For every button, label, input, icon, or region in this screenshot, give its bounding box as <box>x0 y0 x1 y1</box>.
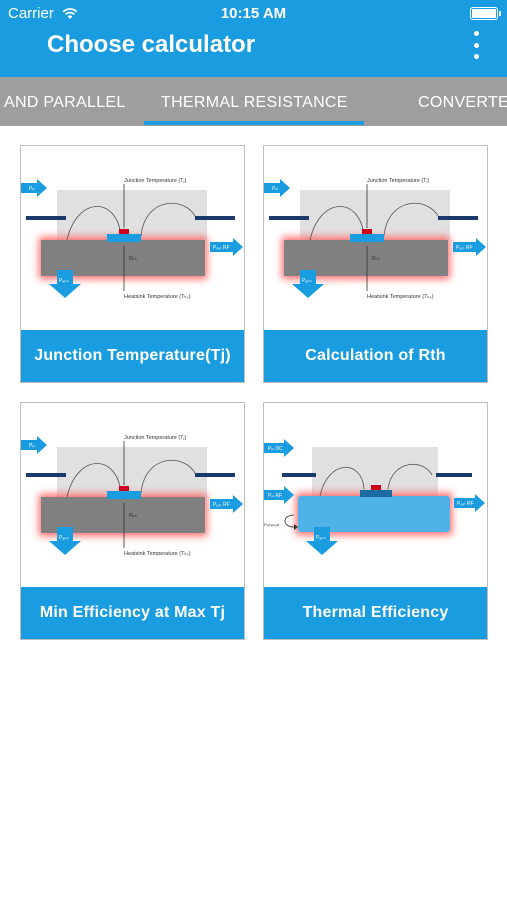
tab-converter[interactable]: CONVERTE <box>418 94 507 111</box>
card-label: Junction Temperature(Tj) <box>21 330 244 382</box>
card-thermal-efficiency[interactable]: Pᵢₙ DC Pᵢₙ RF Pₒᵤₜ RF Pᵣₑfₗₑcₜₑd Pₐᵢₛₛ T… <box>263 402 488 640</box>
pdiss-label: Pₐᵢₛₛ <box>59 535 69 541</box>
clock: 10:15 AM <box>220 5 287 22</box>
card-label: Calculation of Rth <box>264 330 487 382</box>
pout-rf-label: Pₒᵤₜ RF <box>457 501 474 507</box>
pin-label: Pᵢₙ <box>272 186 278 192</box>
heatsink-temp-label: Heatsink Temperature (Tₕₛ) <box>124 551 191 557</box>
tab-bar: AND PARALLEL THERMAL RESISTANCE CONVERTE <box>0 77 507 126</box>
card-calculation-of-rth[interactable]: Junction Temperature (Tⱼ) Rₜₕ Heatsink T… <box>263 145 488 383</box>
rth-label: Rₜₕ <box>129 513 138 519</box>
junction-temp-label: Junction Temperature (Tⱼ) <box>367 178 429 184</box>
pin-dc-label: Pᵢₙ DC <box>268 446 283 452</box>
thermal-diagram: Junction Temperature (Tⱼ) Rₜₕ Heatsink T… <box>21 435 243 557</box>
wifi-icon <box>62 8 78 19</box>
heatsink-temp-label: Heatsink Temperature (Tₕₛ) <box>367 294 434 300</box>
pdiss-label: Pₐᵢₛₛ <box>302 278 312 284</box>
tab-thermal-resistance[interactable]: THERMAL RESISTANCE <box>161 94 348 111</box>
tab-indicator <box>144 121 364 125</box>
card-junction-temperature[interactable]: Junction Temperature (Tⱼ) Rₜₕ Heatsink T… <box>20 145 245 383</box>
card-min-efficiency-at-max-tj[interactable]: Junction Temperature (Tⱼ) Rₜₕ Heatsink T… <box>20 402 245 640</box>
carrier-label: Carrier <box>8 5 54 22</box>
pin-rf-label: Pᵢₙ RF <box>268 493 282 499</box>
tab-series-and-parallel[interactable]: AND PARALLEL <box>4 94 126 111</box>
rth-label: Rₜₕ <box>129 256 138 262</box>
overflow-menu-icon[interactable] <box>471 31 481 59</box>
junction-temp-label: Junction Temperature (Tⱼ) <box>124 435 186 441</box>
heatsink-temp-label: Heatsink Temperature (Tₕₛ) <box>124 294 191 300</box>
card-label: Thermal Efficiency <box>264 587 487 639</box>
rth-label: Rₜₕ <box>372 256 381 262</box>
pdiss-label: Pₐᵢₛₛ <box>316 535 326 541</box>
pin-label: Pᵢₙ <box>29 186 35 192</box>
app-bar: Carrier 10:15 AM Choose calculator <box>0 0 507 77</box>
battery-icon <box>470 7 501 20</box>
pout-rf-label: Pₒᵤₜ RF <box>213 245 230 251</box>
card-label: Min Efficiency at Max Tj <box>21 587 244 639</box>
pout-rf-label: Pₒᵤₜ RF <box>456 245 473 251</box>
thermal-diagram: Junction Temperature (Tⱼ) Rₜₕ Heatsink T… <box>21 178 243 300</box>
thermal-diagram: Junction Temperature (Tⱼ) Rₜₕ Heatsink T… <box>264 178 486 300</box>
status-bar: Carrier 10:15 AM <box>0 0 507 28</box>
pdiss-label: Pₐᵢₛₛ <box>59 278 69 284</box>
junction-temp-label: Junction Temperature (Tⱼ) <box>124 178 186 184</box>
pin-label: Pᵢₙ <box>29 443 35 449</box>
pout-rf-label: Pₒᵤₜ RF <box>213 502 230 508</box>
preflected-label: Pᵣₑfₗₑcₜₑd <box>264 522 279 527</box>
page-title: Choose calculator <box>47 31 256 58</box>
thermal-efficiency-diagram: Pᵢₙ DC Pᵢₙ RF Pₒᵤₜ RF Pᵣₑfₗₑcₜₑd Pₐᵢₛₛ <box>264 439 485 555</box>
